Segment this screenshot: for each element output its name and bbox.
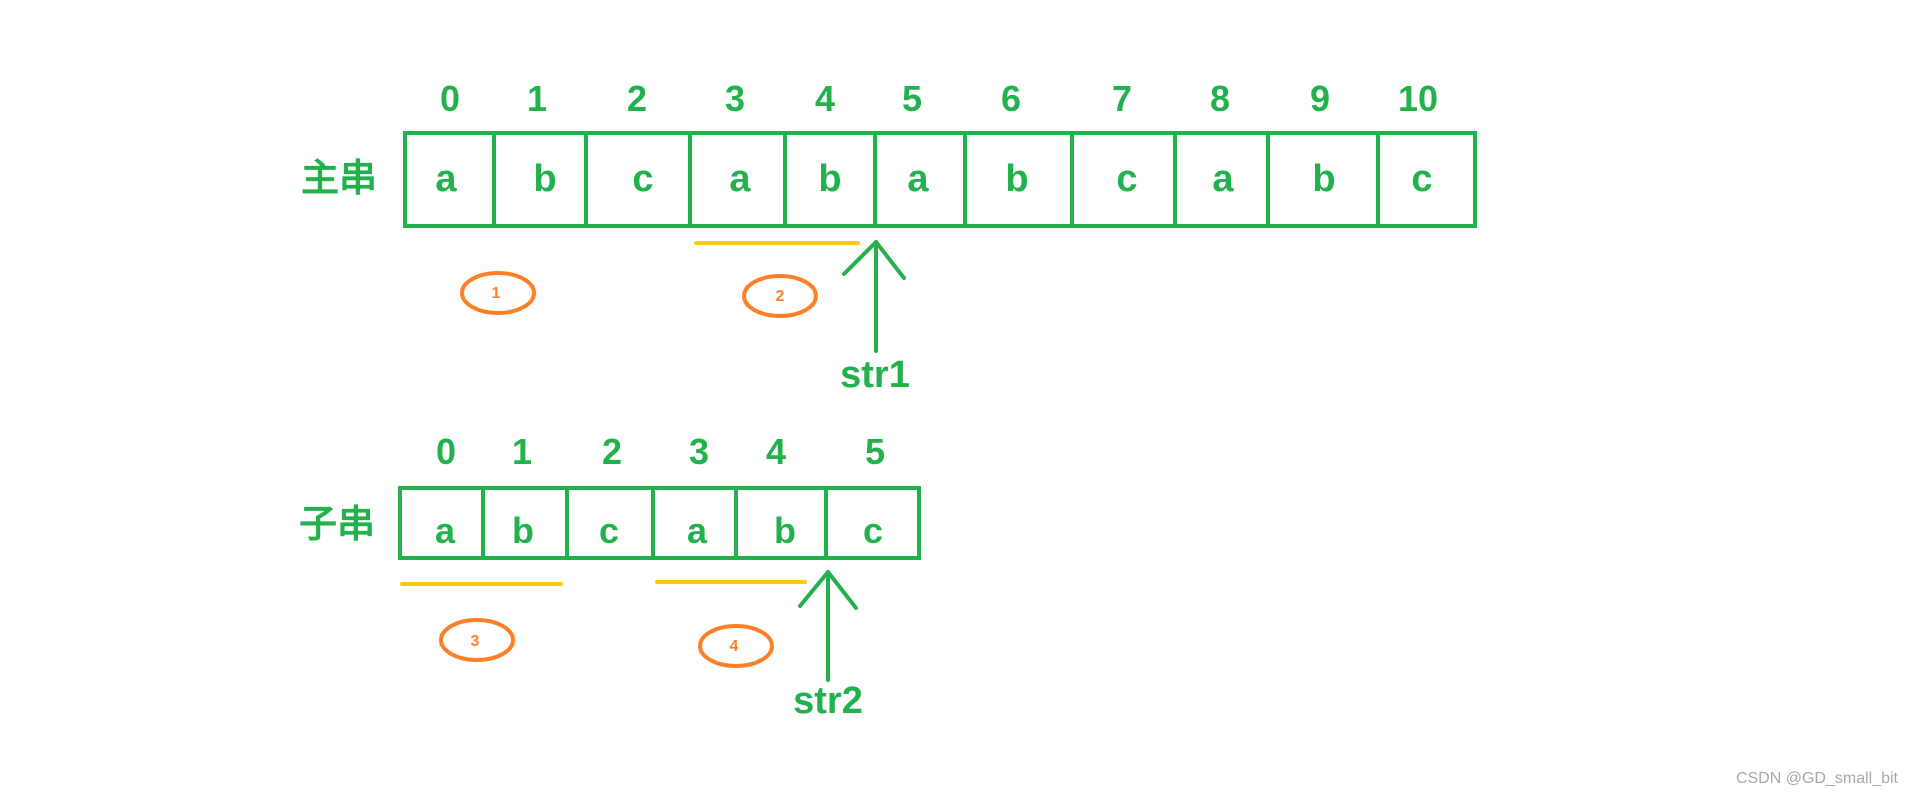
main-index-1: 1 — [527, 78, 547, 119]
sub-pointer-arrow — [798, 570, 858, 682]
main-index-0: 0 — [440, 78, 460, 119]
main-string-label: 主串 — [301, 158, 377, 200]
main-char-3: a — [729, 158, 751, 200]
main-string-indices: 0 1 2 3 4 5 6 7 8 9 10 — [440, 78, 1438, 119]
marker-number: 3 — [471, 633, 480, 650]
main-char-6: b — [1005, 158, 1028, 200]
sub-string-outline — [398, 486, 921, 560]
main-char-5: a — [907, 158, 929, 200]
sub-string-group: 子串 0 1 2 3 4 5 a b c a b c — [299, 431, 921, 722]
sub-char-0: a — [435, 510, 456, 551]
main-char-10: c — [1411, 158, 1432, 200]
sub-pointer-head — [798, 570, 858, 610]
main-pointer-arrow — [842, 240, 906, 353]
main-char-0: a — [435, 158, 457, 200]
main-string-outline — [403, 131, 1477, 228]
sub-string-indices: 0 1 2 3 4 5 — [436, 431, 885, 472]
main-string-boxes — [403, 131, 1477, 228]
main-index-9: 9 — [1310, 78, 1330, 119]
sub-string-chars: a b c a b c — [435, 510, 883, 551]
sub-string-label: 子串 — [299, 504, 375, 546]
sub-marker-3: 3 — [439, 618, 515, 662]
marker-ellipse — [439, 618, 515, 662]
main-index-6: 6 — [1001, 78, 1021, 119]
sub-index-0: 0 — [436, 431, 456, 472]
sub-pointer-label: str2 — [793, 680, 863, 722]
main-pointer-head — [842, 240, 906, 280]
main-marker-1: 1 — [460, 271, 536, 315]
main-index-7: 7 — [1112, 78, 1132, 119]
marker-ellipse — [698, 624, 774, 668]
main-char-4: b — [818, 158, 841, 200]
main-char-8: a — [1212, 158, 1234, 200]
sub-char-5: c — [863, 510, 883, 551]
main-string-chars: a b c a b a b c a b c — [435, 158, 1432, 200]
sub-index-4: 4 — [766, 431, 786, 472]
sub-char-3: a — [687, 510, 708, 551]
sub-index-5: 5 — [865, 431, 885, 472]
main-char-2: c — [632, 158, 653, 200]
main-index-4: 4 — [815, 78, 835, 119]
watermark: CSDN @GD_small_bit — [1736, 770, 1899, 787]
sub-index-1: 1 — [512, 431, 532, 472]
sub-index-2: 2 — [602, 431, 622, 472]
sub-char-1: b — [512, 510, 534, 551]
sub-string-boxes — [398, 486, 921, 560]
marker-number: 2 — [776, 288, 785, 305]
sub-char-2: c — [599, 510, 619, 551]
main-index-3: 3 — [725, 78, 745, 119]
main-pointer-label: str1 — [840, 354, 910, 396]
main-index-2: 2 — [627, 78, 647, 119]
main-index-5: 5 — [902, 78, 922, 119]
main-char-9: b — [1312, 158, 1335, 200]
marker-ellipse — [742, 274, 818, 318]
marker-ellipse — [460, 271, 536, 315]
main-char-7: c — [1116, 158, 1137, 200]
main-char-1: b — [533, 158, 556, 200]
main-string-group: 主串 0 1 2 3 4 5 6 7 8 9 10 — [301, 78, 1477, 396]
main-marker-2: 2 — [742, 274, 818, 318]
sub-char-4: b — [774, 510, 796, 551]
marker-number: 1 — [492, 285, 501, 302]
marker-number: 4 — [730, 638, 739, 655]
main-index-8: 8 — [1210, 78, 1230, 119]
sub-index-3: 3 — [689, 431, 709, 472]
sub-marker-4: 4 — [698, 624, 774, 668]
main-index-10: 10 — [1398, 78, 1438, 119]
